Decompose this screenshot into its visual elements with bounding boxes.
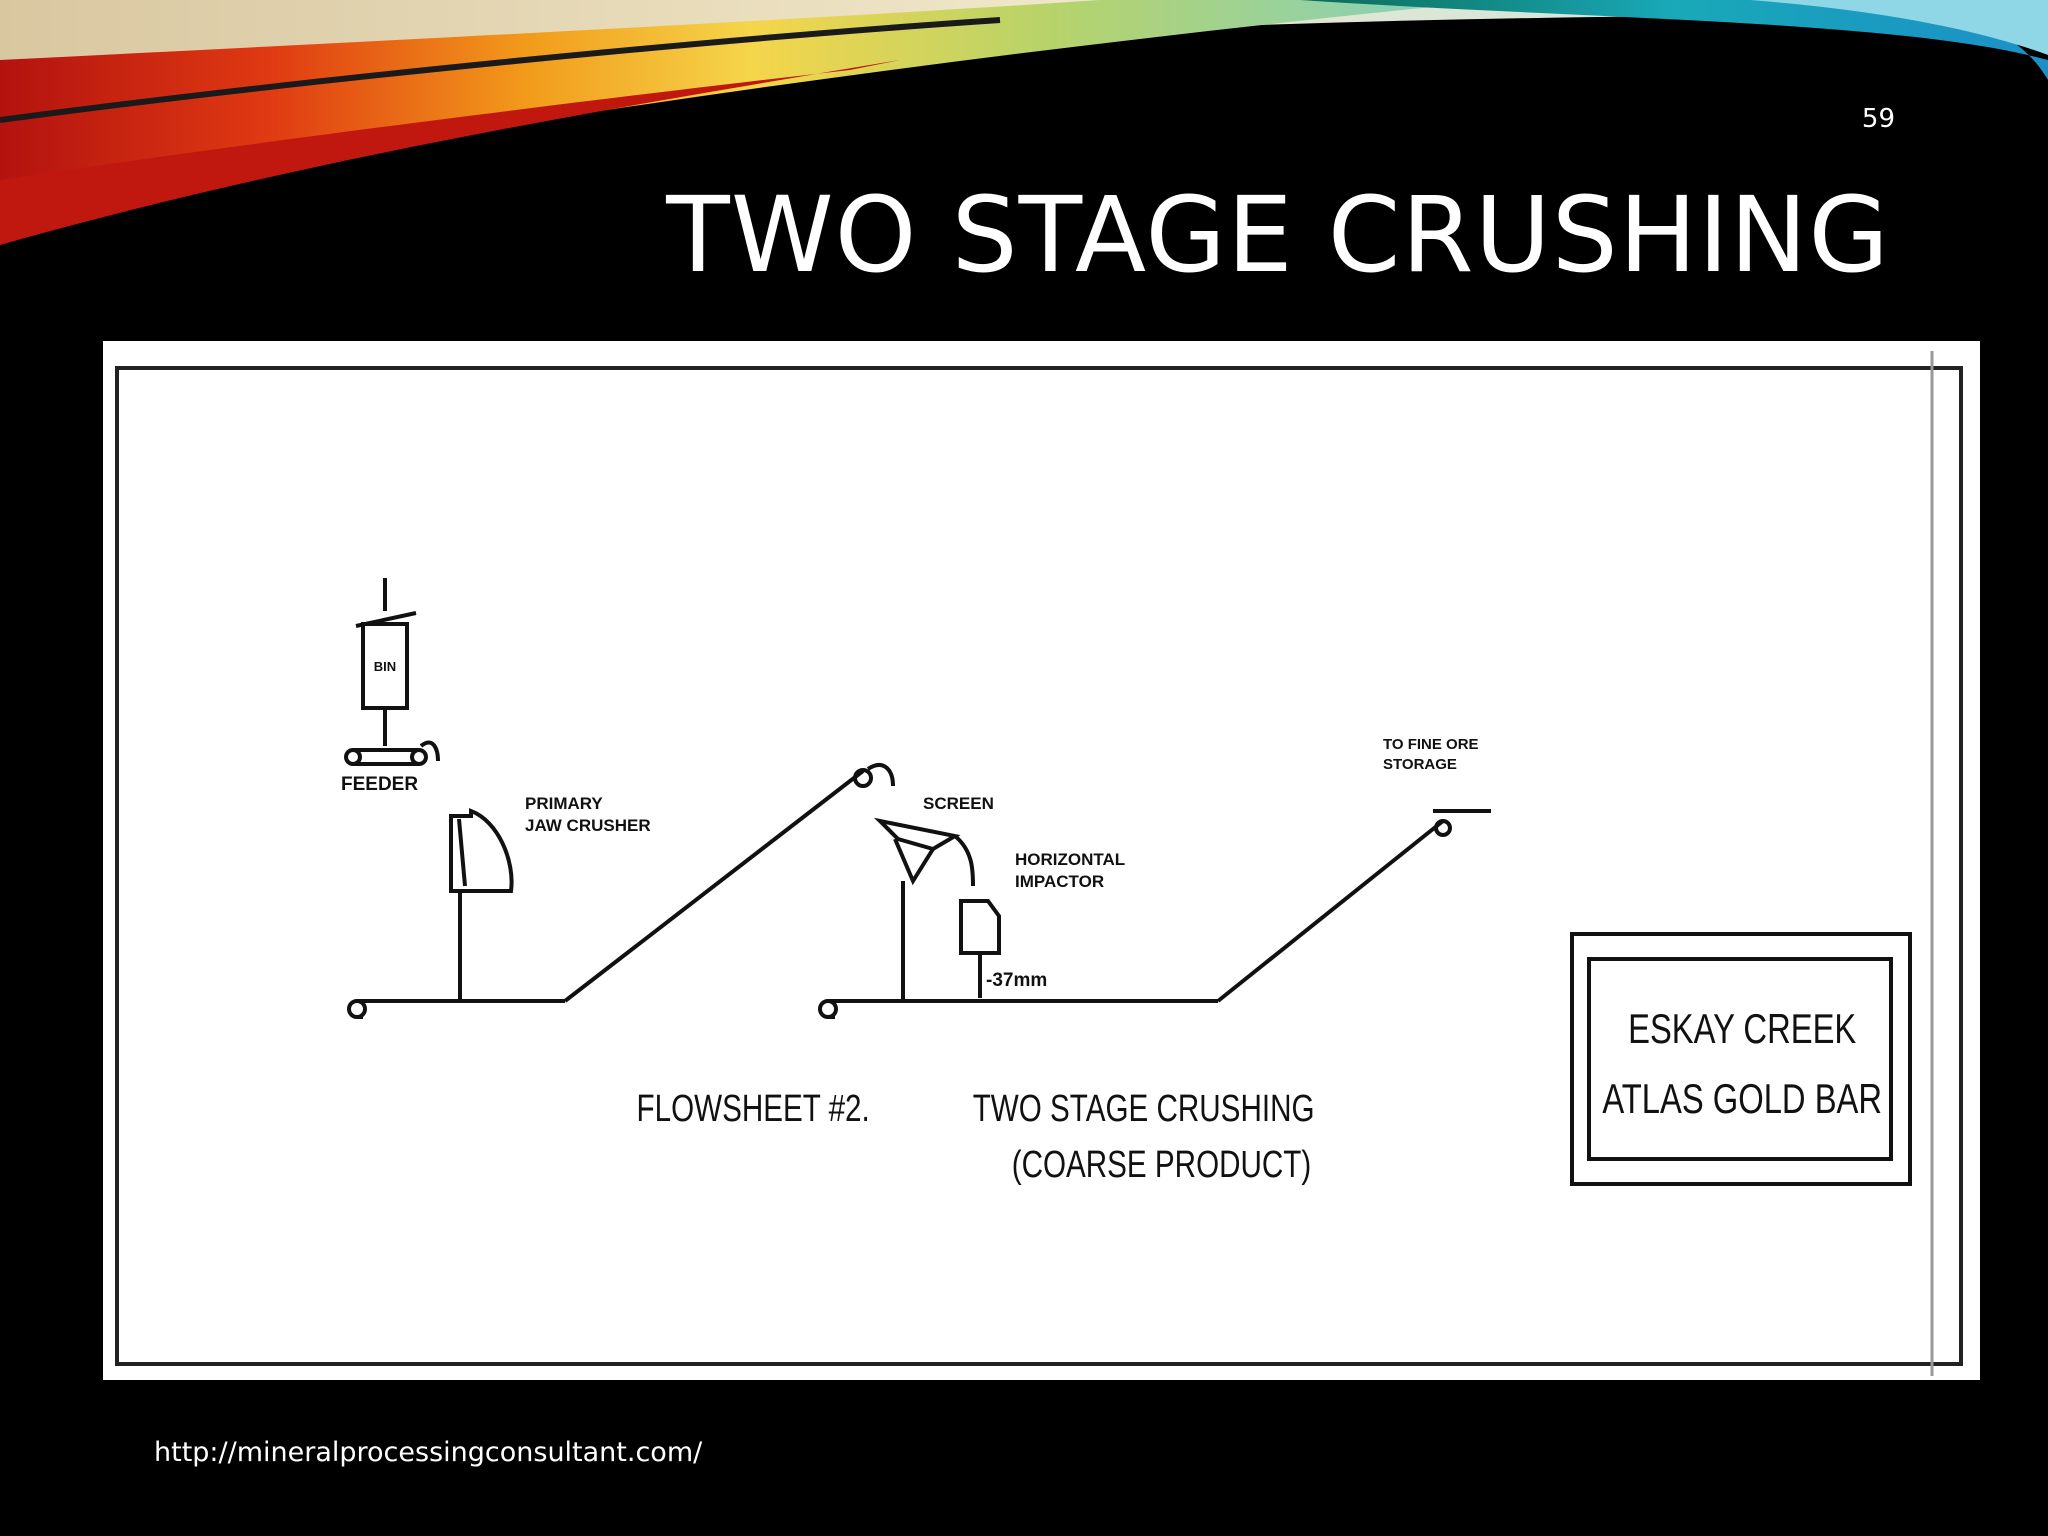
bin-label: BIN — [374, 659, 396, 674]
screen-icon — [873, 817, 975, 1001]
feeder-label: FEEDER — [341, 774, 418, 795]
jaw-crusher-icon — [449, 808, 514, 1001]
horizontal-impactor-label-2: IMPACTOR — [1015, 872, 1104, 891]
storage-label-1: TO FINE ORE — [1383, 736, 1479, 753]
primary-jaw-crusher-label-1: PRIMARY — [525, 794, 603, 813]
title-block-inner — [1587, 957, 1893, 1161]
title-block-line-1: ESKAY CREEK — [1628, 1005, 1856, 1052]
screen-label: SCREEN — [923, 794, 994, 813]
flowsheet-number-caption: FLOWSHEET #2. — [637, 1088, 870, 1130]
slide-title-line-1: TWO STAGE CRUSHING — [666, 174, 1890, 296]
flowsheet-diagram: BIN FEEDER PRIMARY JAW CRUSHER — [103, 341, 1980, 1380]
title-block-line-2: ATLAS GOLD BAR — [1602, 1075, 1882, 1122]
diagram-border — [115, 366, 1963, 1366]
flowsheet-title-caption-1: TWO STAGE CRUSHING — [973, 1088, 1315, 1130]
primary-jaw-crusher-label-2: JAW CRUSHER — [525, 816, 651, 835]
conveyor-1-icon — [347, 763, 895, 1019]
title-block-outer — [1570, 932, 1912, 1186]
horizontal-impactor-icon — [959, 899, 1001, 998]
horizontal-impactor-label-1: HORIZONTAL — [1015, 850, 1125, 869]
size-label: -37mm — [986, 970, 1047, 991]
decorative-swoosh-banner — [0, 0, 2048, 245]
conveyor-2-icon — [818, 809, 1491, 1019]
flowsheet-title-caption-2: (COARSE PRODUCT) — [1012, 1144, 1312, 1186]
storage-label-2: STORAGE — [1383, 756, 1457, 773]
bin-icon — [355, 578, 417, 746]
feeder-icon — [344, 740, 440, 766]
slide-number: 59 — [1861, 104, 1895, 134]
footer-url[interactable]: http://mineralprocessingconsultant.com/ — [154, 1437, 703, 1468]
